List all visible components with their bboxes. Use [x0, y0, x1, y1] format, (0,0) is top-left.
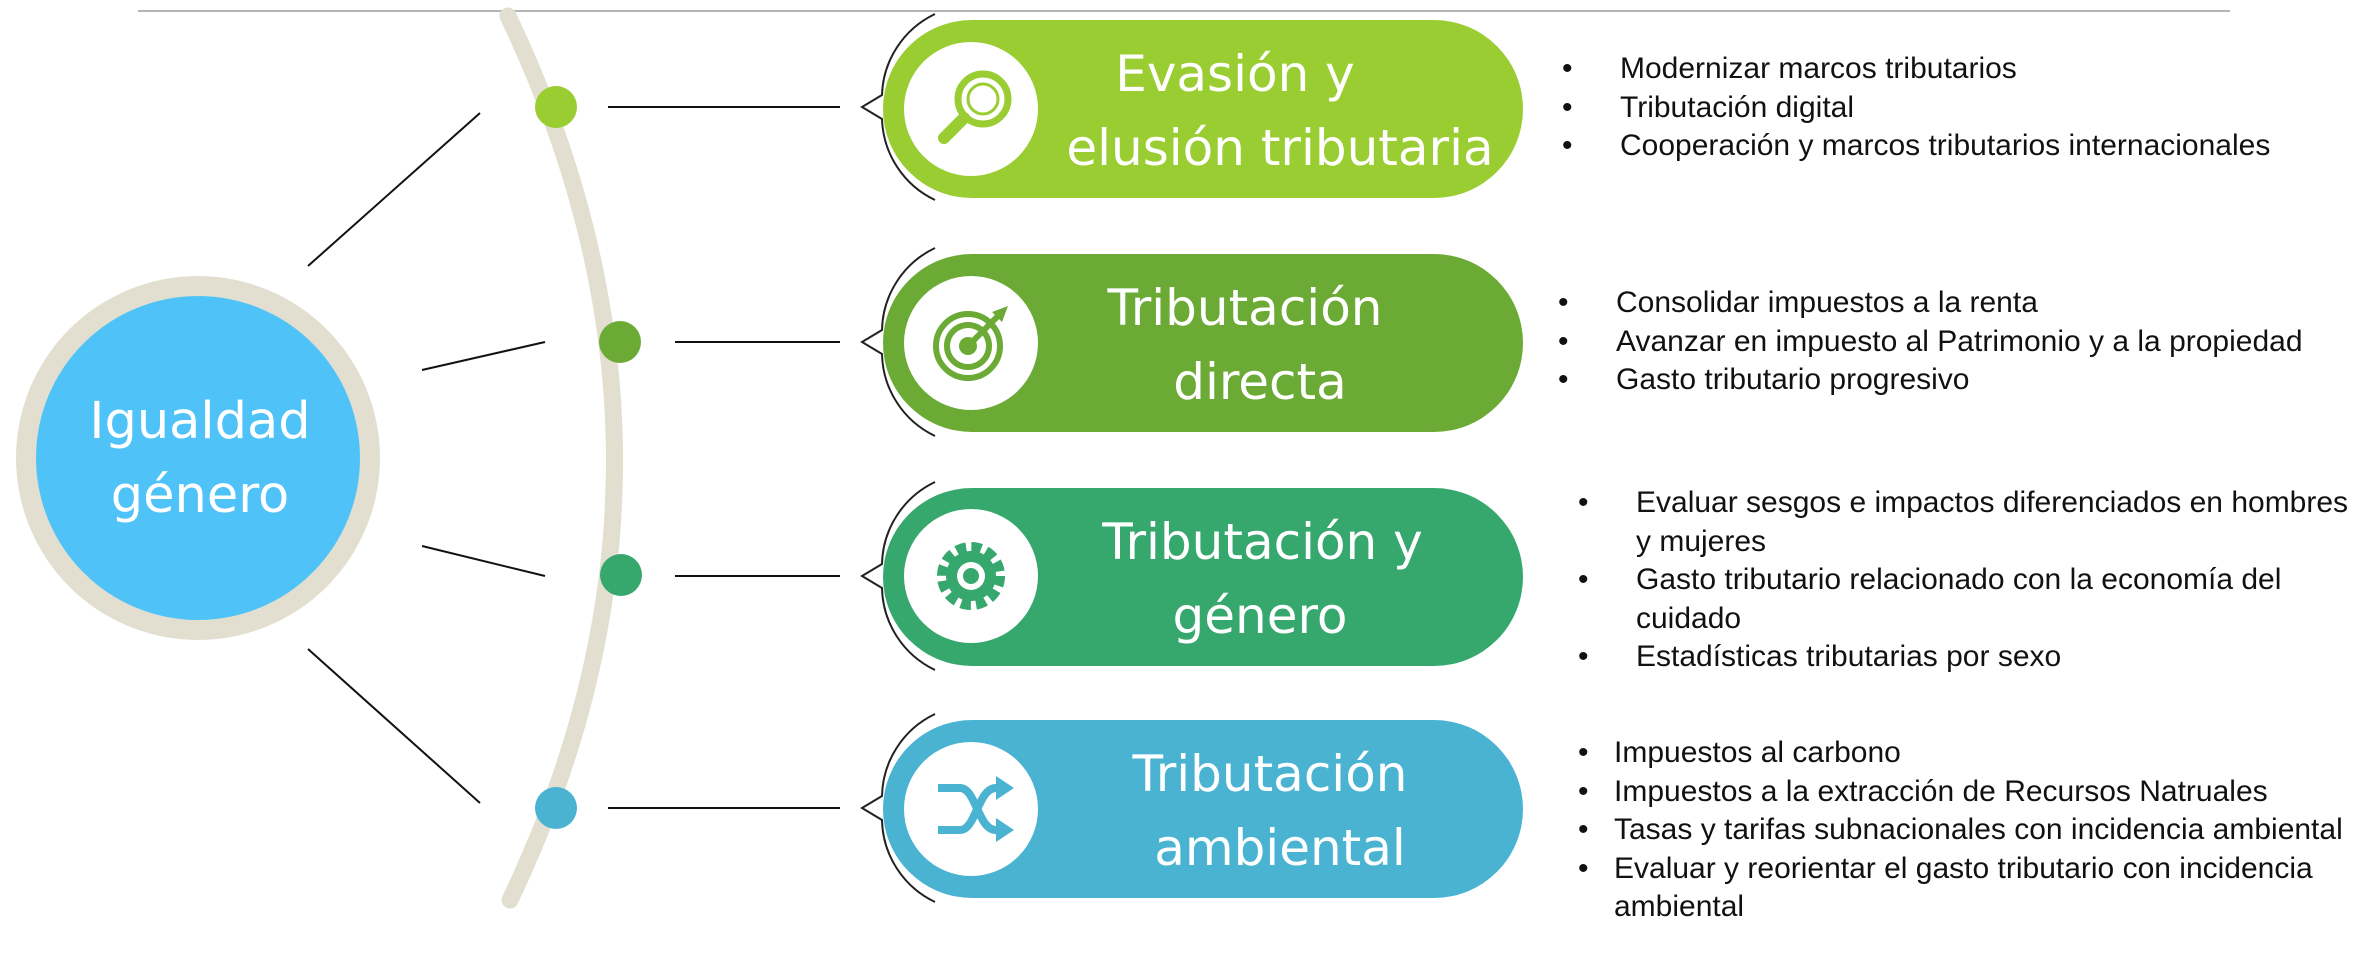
center-label-line1: Igualdad	[89, 392, 311, 451]
pill-3-body	[883, 488, 1523, 666]
node-dot-4	[535, 787, 577, 829]
node-dot-1	[535, 86, 577, 128]
pill-2-title-line1: Tributación	[1107, 279, 1383, 337]
pill-4-body	[883, 720, 1523, 898]
center-label-line2: género	[110, 466, 290, 525]
pill-3-title: Tributación y género	[1040, 505, 1520, 653]
bullet-item: Evaluar sesgos e impactos diferenciados …	[1578, 484, 2356, 561]
center-circle	[36, 296, 360, 620]
pill-2-title: Tributación directa	[1040, 271, 1520, 419]
center-connector-4	[307, 648, 481, 804]
bullet-item: Avanzar en impuesto al Patrimonio y a la…	[1558, 323, 2356, 362]
center-label: Igualdad género	[30, 385, 370, 533]
bullet-item: Cooperación y marcos tributarios interna…	[1562, 127, 2360, 166]
pill-4-title-line2: ambiental	[1154, 819, 1406, 877]
magnifier-icon	[938, 70, 1012, 144]
pill-1-title-line2: elusión tributaria	[1066, 119, 1494, 177]
bullet-list-2: Consolidar impuestos a la renta Avanzar …	[1558, 284, 2356, 400]
pill-2-title-line2: directa	[1173, 353, 1347, 411]
bullet-item: Impuestos al carbono	[1578, 734, 2364, 773]
bullet-list-1: Modernizar marcos tributarios Tributació…	[1562, 50, 2360, 166]
pill-1	[860, 13, 1523, 201]
bullet-item: Tasas y tarifas subnacionales con incide…	[1578, 811, 2364, 850]
bullet-list-4: Impuestos al carbono Impuestos a la extr…	[1578, 734, 2364, 927]
bullet-item: Modernizar marcos tributarios	[1562, 50, 2360, 89]
gear-icon	[937, 542, 1005, 610]
node-dot-3	[600, 554, 642, 596]
bullet-list-3: Evaluar sesgos e impactos diferenciados …	[1578, 484, 2356, 677]
pill-4-bracket	[860, 713, 936, 903]
pill-1-title-line1: Evasión y	[1115, 45, 1355, 103]
center-connector-1	[307, 112, 481, 267]
pill-4-title-line1: Tributación	[1132, 745, 1408, 803]
pill-2-body	[883, 254, 1523, 432]
center-connector-2	[421, 341, 546, 371]
shuffle-icon	[938, 776, 1014, 842]
bullet-item: Tributación digital	[1562, 89, 2360, 128]
pill-3-title-line1: Tributación y	[1102, 513, 1423, 571]
bullet-item: Estadísticas tributarias por sexo	[1578, 638, 2356, 677]
pill-1-body	[883, 20, 1523, 198]
pill-3-title-line2: género	[1172, 587, 1348, 645]
node-dot-2	[599, 321, 641, 363]
center-connector-3	[421, 545, 546, 577]
bullet-item: Evaluar y reorientar el gasto tributario…	[1578, 850, 2364, 927]
bullet-item: Impuestos a la extracción de Recursos Na…	[1578, 773, 2364, 812]
bullet-item: Gasto tributario relacionado con la econ…	[1578, 561, 2356, 638]
bullet-item: Gasto tributario progresivo	[1558, 361, 2356, 400]
pill-4-icon-circle	[904, 742, 1038, 876]
timeline-arc	[499, 7, 623, 909]
pill-4-title: Tributación ambiental	[1040, 737, 1520, 885]
pill-2	[860, 247, 1523, 437]
pill-1-title: Evasión y elusión tributaria	[1040, 37, 1520, 185]
pill-4	[860, 713, 1523, 903]
bullet-item: Consolidar impuestos a la renta	[1558, 284, 2356, 323]
pill-2-bracket	[860, 247, 936, 437]
pill-3-bracket	[860, 481, 936, 671]
target-icon	[933, 306, 1008, 381]
pill-3	[860, 481, 1523, 671]
pill-1-bracket	[860, 13, 936, 201]
